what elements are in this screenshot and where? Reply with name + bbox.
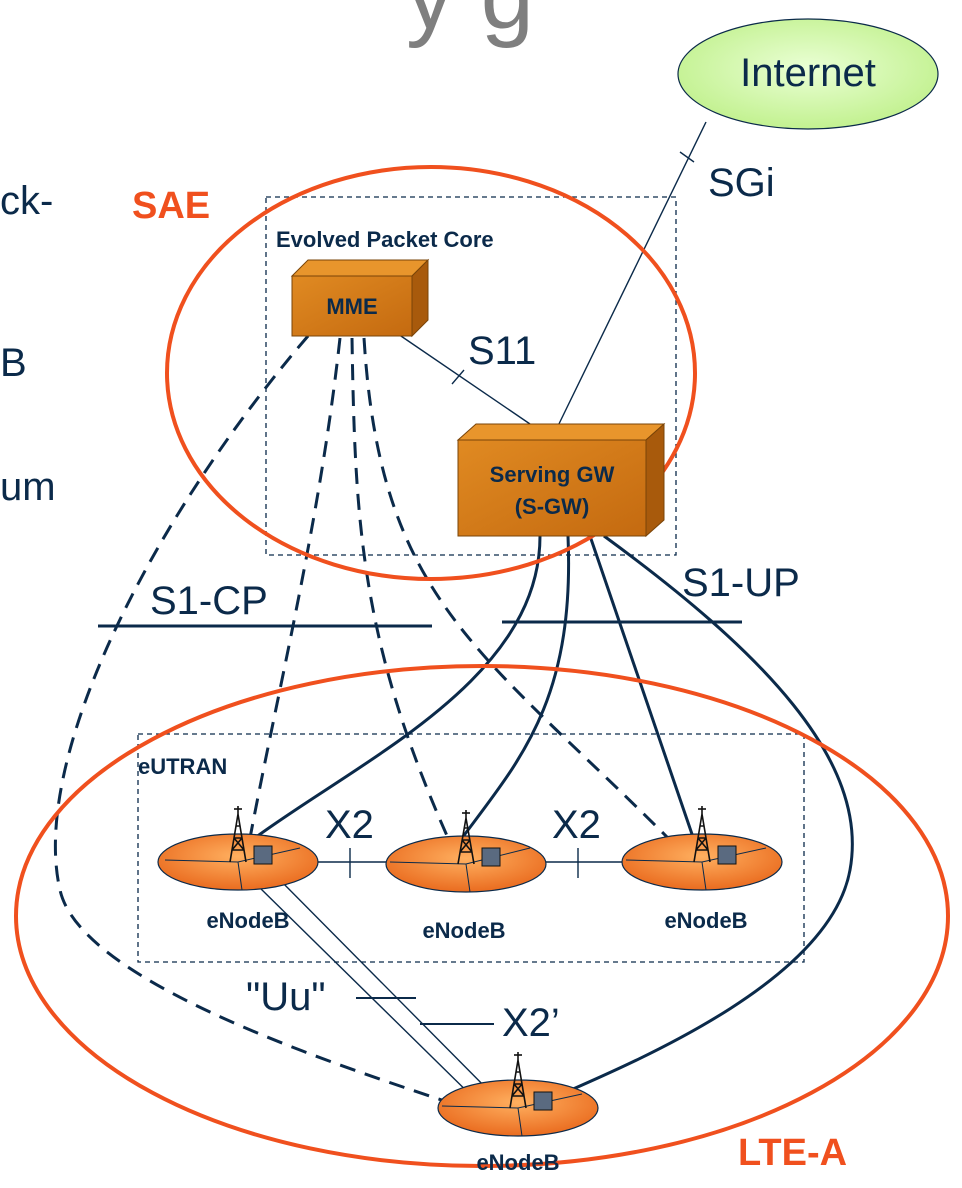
enodeb-label: eNodeB <box>422 918 505 943</box>
internet-cloud <box>677 18 939 130</box>
s1-up-link-to-enodeb-2 <box>460 535 571 839</box>
s1-up-link-to-enodeb-4 <box>547 534 854 1102</box>
internet-label: Internet <box>740 51 876 95</box>
enodeb-label: eNodeB <box>664 908 747 933</box>
base-station-cabinet-icon <box>253 845 273 865</box>
eutran-label: eUTRAN <box>138 754 227 779</box>
enodeb-label: eNodeB <box>206 908 289 933</box>
sae-label: SAE <box>132 185 210 227</box>
enodeb-4: eNodeB <box>437 1052 599 1175</box>
s1-cp-link-to-enodeb-1 <box>248 337 342 839</box>
sgw-label-line2: (S-GW) <box>515 494 590 519</box>
base-station-cabinet-icon <box>533 1091 553 1111</box>
s1-cp-link-to-enodeb-2 <box>350 337 450 839</box>
sgw-label-line1: Serving GW <box>490 462 615 487</box>
slide-title-fragment: y g <box>406 0 534 49</box>
sgw-node: Serving GW (S-GW) <box>456 422 666 538</box>
epc-label: Evolved Packet Core <box>276 227 494 252</box>
lte-a-ring <box>14 664 950 1168</box>
x2-right-label: X2 <box>552 803 601 847</box>
base-station-cabinet-icon <box>481 847 501 867</box>
uu-label: "Uu" <box>246 975 326 1019</box>
epc-box <box>265 196 677 556</box>
mme-label: MME <box>326 294 377 319</box>
s1-up-label: S1-UP <box>682 561 800 605</box>
s1-up-link-to-enodeb-1 <box>251 535 542 842</box>
enodeb-label: eNodeB <box>476 1150 559 1175</box>
enodeb-3: eNodeB <box>621 806 783 933</box>
x2prime-label: X2’ <box>502 1001 560 1045</box>
enodeb-1: eNodeB <box>157 806 319 933</box>
enodeb-2: eNodeB <box>385 810 547 943</box>
left-text-fragment-3: um <box>0 465 56 509</box>
left-text-fragment-2: B <box>0 341 27 385</box>
s11-link <box>397 333 531 425</box>
sgi-tick <box>679 151 695 163</box>
s1-up-links <box>251 534 854 1102</box>
s1-cp-label: S1-CP <box>150 579 268 623</box>
s11-label: S11 <box>468 329 536 373</box>
lte-a-label: LTE-A <box>738 1132 847 1174</box>
s1-up-link-to-enodeb-3 <box>588 535 696 841</box>
mme-node: MME <box>290 258 430 338</box>
antenna-tower-icon <box>509 1052 527 1109</box>
x2-left-label: X2 <box>325 803 374 847</box>
antenna-tower-icon <box>693 806 711 863</box>
base-station-cabinet-icon <box>717 845 737 865</box>
s1-cp-link-to-enodeb-3 <box>362 337 670 840</box>
sgi-label: SGi <box>708 161 775 205</box>
left-text-fragment-1: ck- <box>0 179 53 223</box>
s1-cp-links <box>53 335 670 1110</box>
sgi-link <box>555 121 707 431</box>
antenna-tower-icon <box>457 810 475 865</box>
s1-cp-link-to-enodeb-4 <box>53 335 467 1110</box>
antenna-tower-icon <box>229 806 247 863</box>
sae-ring <box>165 165 697 581</box>
x2prime-link-a <box>271 871 505 1107</box>
eutran-box <box>137 733 805 963</box>
s11-tick <box>451 369 465 385</box>
